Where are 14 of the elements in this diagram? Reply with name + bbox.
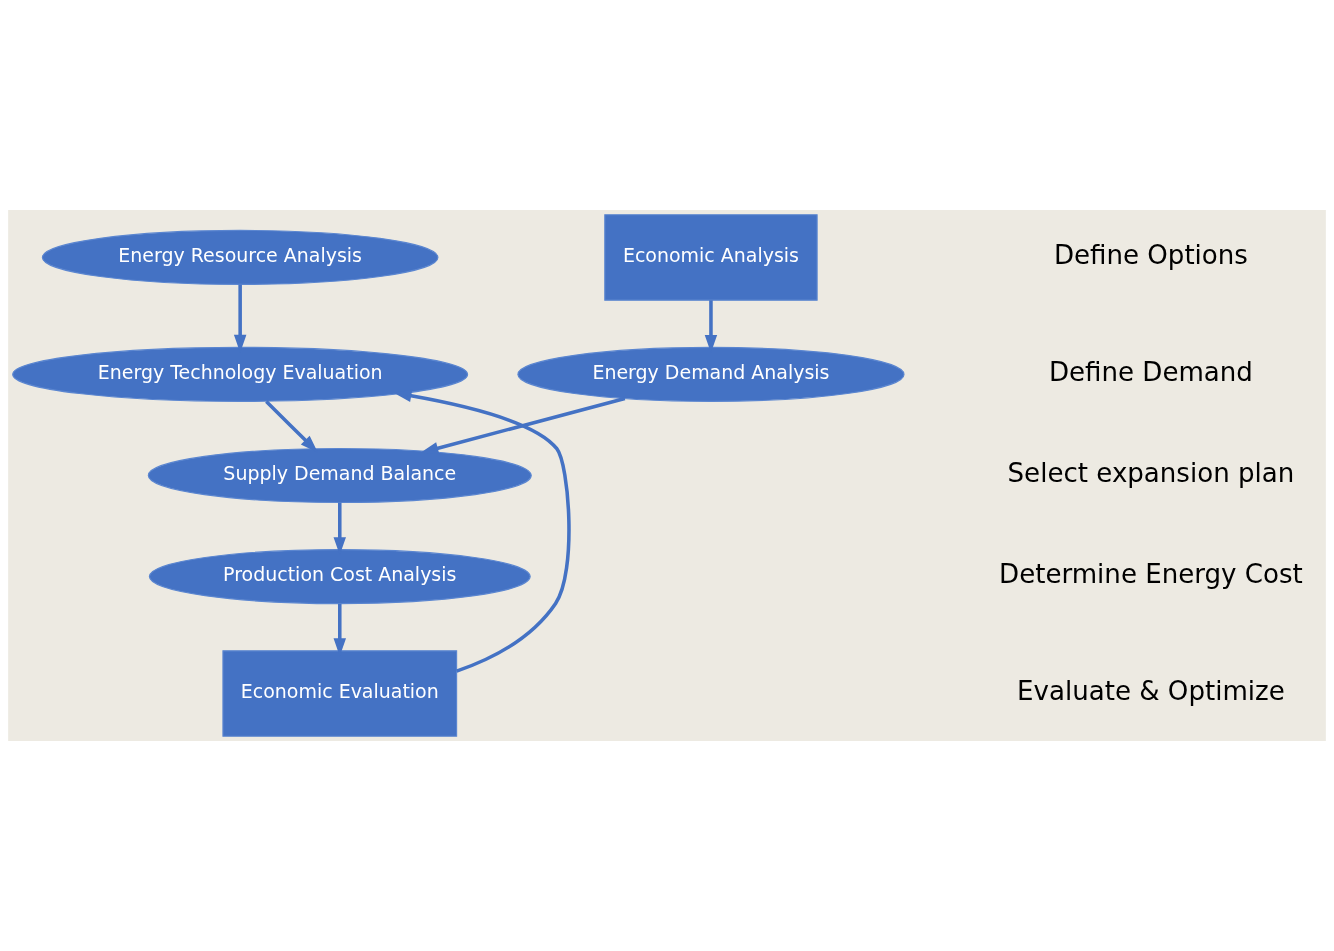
node-box: Economic Evaluation <box>222 650 458 737</box>
node-ellipse: Supply Demand Balance <box>147 447 532 504</box>
arrow <box>393 389 571 673</box>
node-ellipse: Energy Resource Analysis <box>41 229 439 286</box>
node-ellipse: Production Cost Analysis <box>148 549 531 605</box>
label: Determine Energy Cost <box>999 559 1303 590</box>
node-box: Economic Analysis <box>604 214 818 301</box>
label: Define Demand <box>1048 357 1253 388</box>
arrow <box>265 400 318 453</box>
label: Define Options <box>1053 240 1248 271</box>
arrow <box>420 396 626 455</box>
label: Select expansion plan <box>1007 458 1295 489</box>
node-ellipse: Energy Demand Analysis <box>517 346 905 402</box>
label: Evaluate & Optimize <box>1017 676 1285 707</box>
